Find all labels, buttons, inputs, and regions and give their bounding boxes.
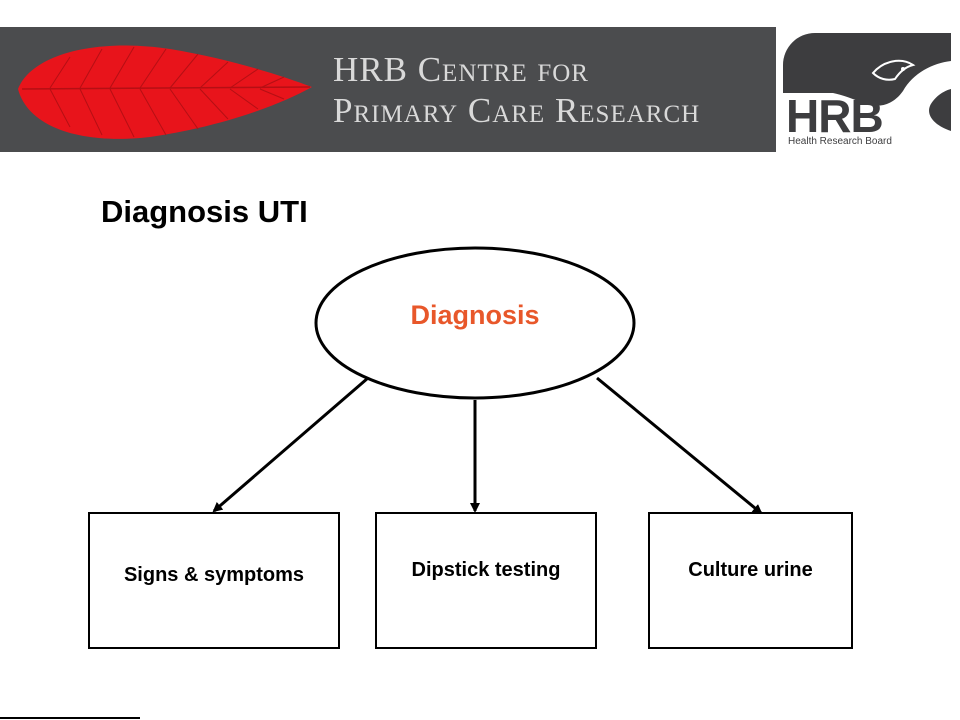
banner-title: HRB Centre for Primary Care Research [333,49,700,131]
dipstick-label: Dipstick testing [411,559,561,581]
slide-title: Diagnosis UTI [101,194,308,229]
signs-label: Signs & symptoms [123,564,305,586]
hrb-logo [783,33,951,150]
box-dipstick [375,512,597,649]
logo-letters: HRB [786,90,884,142]
box-signs [88,512,340,649]
logo-subtitle: Health Research Board [788,136,892,147]
header-banner: HRB Centre for Primary Care Research [0,27,776,152]
arrow-to-signs [212,376,369,513]
root-label: Diagnosis [410,300,540,330]
bird-emblem-icon [783,59,951,150]
arrow-to-culture [596,376,763,515]
culture-label: Culture urine [688,559,813,581]
footnote-divider [0,717,140,719]
box-culture [648,512,853,649]
leaf-logo-icon [18,45,312,139]
banner-line-1: HRB Centre for [333,50,589,89]
banner-line-2: Primary Care Research [333,91,701,130]
root-ellipse [314,246,636,400]
